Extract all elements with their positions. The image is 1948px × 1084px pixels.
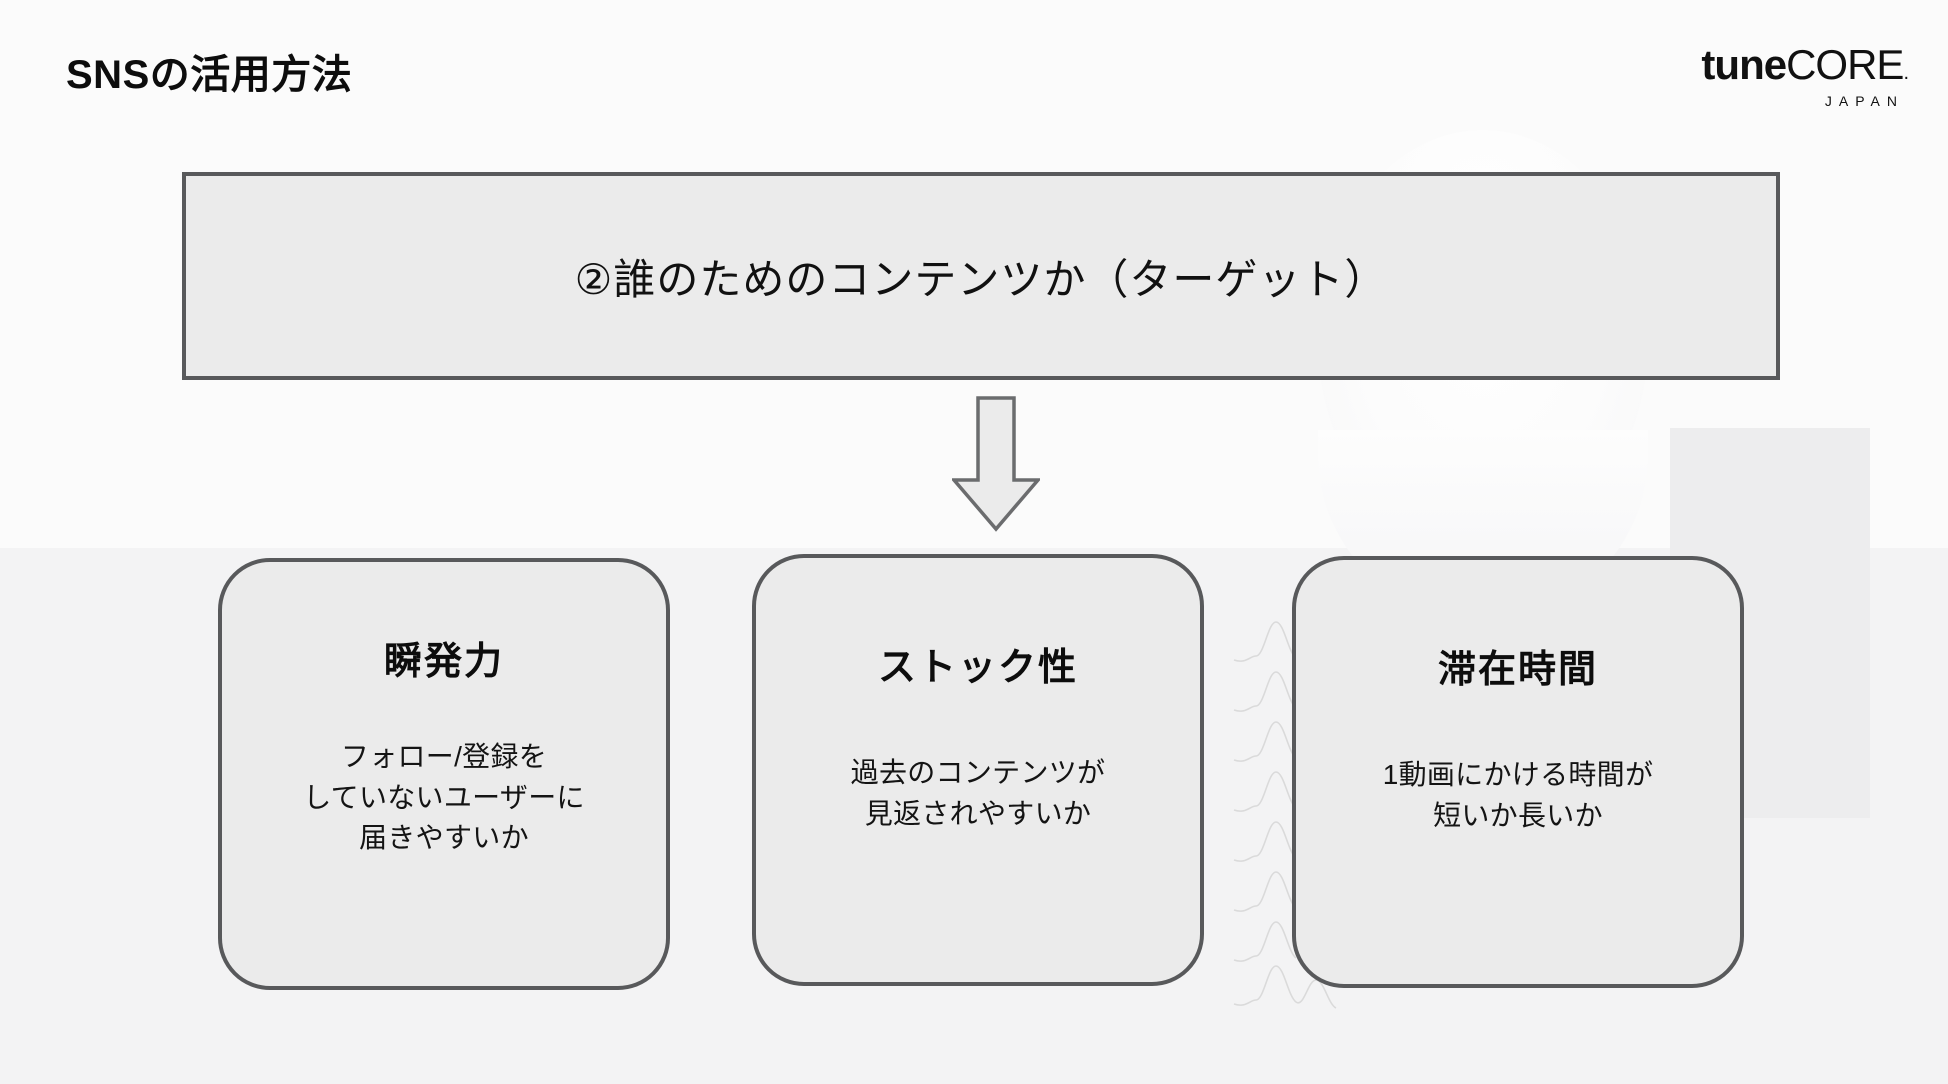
decorative-wave-pattern xyxy=(1233,621,1337,1009)
card-stock-sei: ストック性 過去のコンテンツが見返されやすいか xyxy=(752,554,1204,986)
card-taizai-jikan: 滞在時間 1動画にかける時間が短いか長いか xyxy=(1292,556,1744,988)
card-title: 瞬発力 xyxy=(383,641,504,683)
logo-tune-text: tune xyxy=(1701,41,1787,88)
logo-japan-text: JAPAN xyxy=(1824,93,1904,109)
banner-box: ②誰のためのコンテンツか（ターゲット） xyxy=(182,172,1780,380)
tunecore-japan-logo: tuneCORE. JAPAN xyxy=(1648,44,1908,109)
card-shunpatsuryoku: 瞬発力 フォロー/登録をしていないユーザーに届きやすいか xyxy=(218,558,670,990)
logo-wordmark: tuneCORE. xyxy=(1648,44,1908,86)
card-title: 滞在時間 xyxy=(1437,649,1598,691)
down-arrow-icon xyxy=(952,396,1040,532)
page-title: SNSの活用方法 xyxy=(66,53,353,97)
card-body: 過去のコンテンツが見返されやすいか xyxy=(850,757,1106,829)
card-title: ストック性 xyxy=(877,647,1078,689)
card-body: 1動画にかける時間が短いか長いか xyxy=(1382,759,1654,831)
card-body: フォロー/登録をしていないユーザーに届きやすいか xyxy=(303,741,585,854)
logo-dot: . xyxy=(1903,62,1908,84)
logo-core-text: CORE xyxy=(1786,41,1904,88)
banner-text: ②誰のためのコンテンツか（ターゲット） xyxy=(574,255,1388,303)
